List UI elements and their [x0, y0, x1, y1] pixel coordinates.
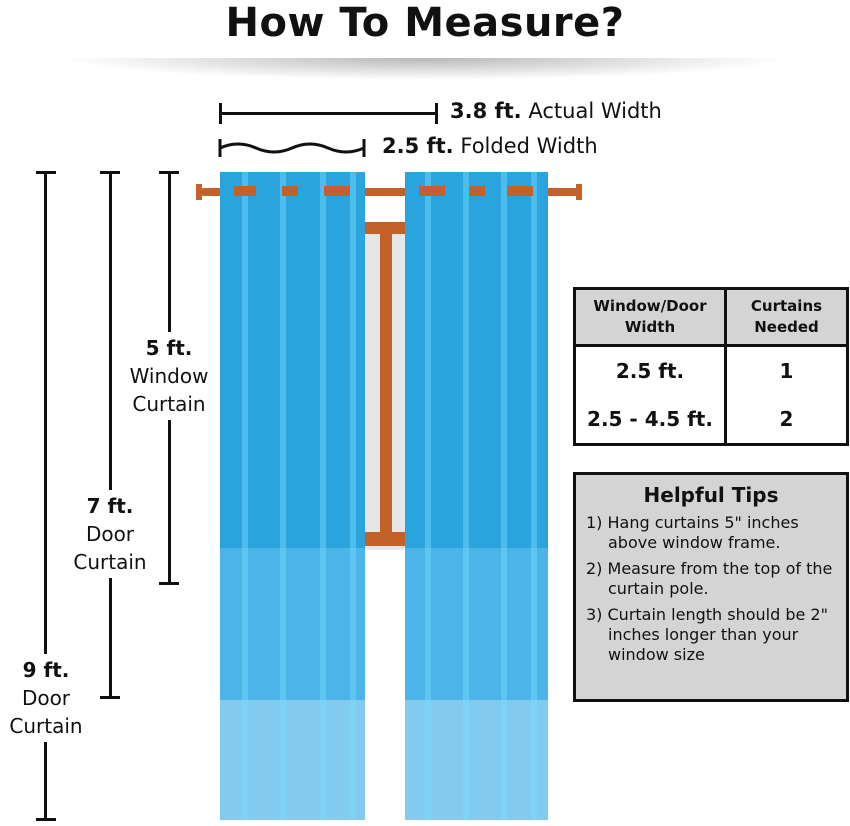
title-shadow — [60, 58, 790, 80]
table-header-row: Window/Door Width Curtains Needed — [574, 288, 848, 347]
actual-width-tick-left — [219, 103, 222, 124]
actual-width-tick-right — [435, 103, 438, 124]
tip-item: 2) Measure from the top of the curtain p… — [586, 559, 833, 598]
5ft-tick-top — [159, 171, 179, 174]
7ft-tick-bottom — [100, 696, 120, 699]
actual-width-line — [220, 112, 437, 115]
cell-width: 2.5 - 4.5 ft. — [587, 407, 713, 431]
cell-count: 2 — [724, 395, 848, 445]
page-title: How To Measure? — [225, 0, 625, 46]
cell-count: 1 — [724, 345, 848, 395]
rod-finial-right — [576, 184, 582, 200]
curtain-rod — [200, 188, 580, 196]
tip-item: 3) Curtain length should be 2" inches lo… — [586, 605, 828, 664]
tips-title: Helpful Tips — [643, 483, 779, 507]
rod-finial-left — [196, 184, 202, 200]
right-curtain — [405, 172, 548, 820]
curtains-needed-table: Window/Door Width Curtains Needed 2.5 ft… — [573, 287, 849, 446]
9ft-tick-top — [36, 171, 56, 174]
actual-width-label: 3.8 ft. Actual Width — [450, 99, 662, 123]
window-mullion — [380, 230, 392, 538]
helpful-tips-box: Helpful Tips 1) Hang curtains 5" inches … — [573, 472, 849, 702]
cell-width: 2.5 ft. — [615, 359, 685, 383]
window-frame-top — [360, 222, 410, 234]
7ft-line — [109, 172, 112, 697]
header-curtains: Curtains Needed — [724, 288, 848, 347]
left-curtain — [220, 172, 365, 820]
table-row: 2.5 - 4.5 ft. 2 — [575, 395, 848, 445]
tip-item: 1) Hang curtains 5" inches above window … — [586, 513, 799, 552]
9ft-line — [44, 172, 47, 820]
9ft-tick-bottom — [36, 818, 56, 821]
window-frame-bottom — [360, 532, 410, 546]
folded-width-label: 2.5 ft. Folded Width — [382, 134, 598, 158]
table-row: 2.5 ft. 1 — [575, 345, 848, 395]
5ft-tick-bottom — [159, 582, 179, 585]
folded-width-wave — [218, 139, 366, 157]
header-width: Window/Door Width — [574, 288, 726, 347]
7ft-tick-top — [100, 171, 120, 174]
